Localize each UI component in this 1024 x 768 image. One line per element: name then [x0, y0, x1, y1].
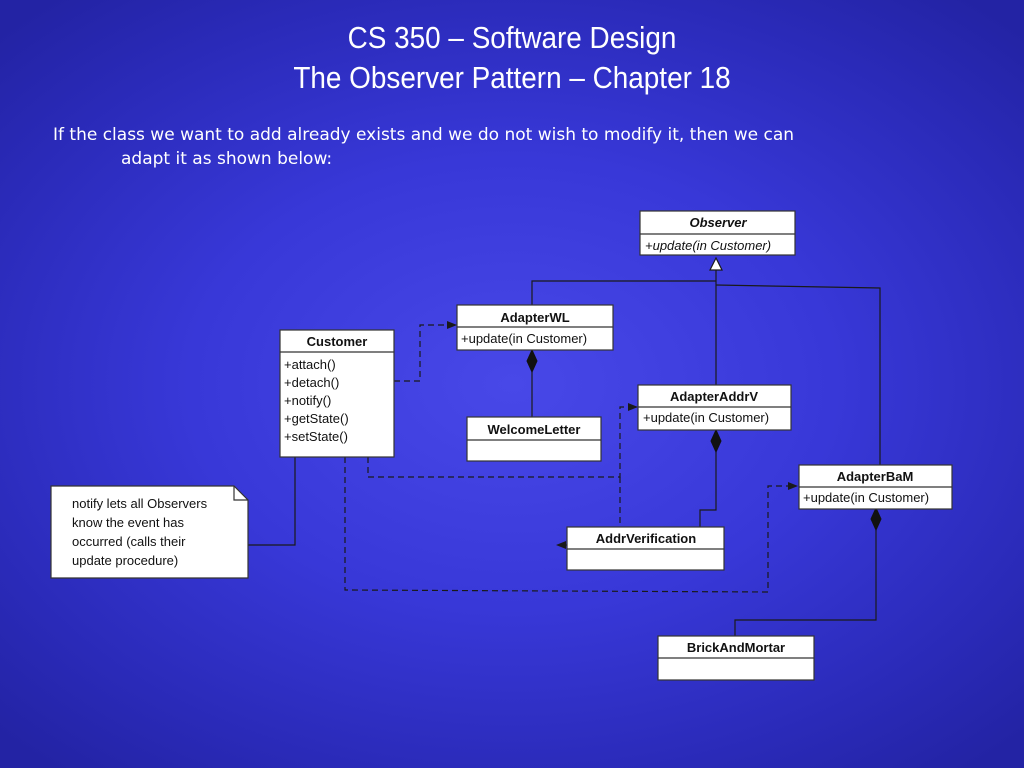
dep-customer-wl [394, 324, 449, 382]
class-adapter-wl [456, 304, 614, 351]
body-line-1: If the class we want to add already exis… [53, 125, 795, 145]
diamond-addrv-icon [710, 428, 722, 454]
dependency-arrowheads [447, 321, 798, 549]
composition-diamonds [526, 348, 882, 532]
customer-op: +detach() [284, 375, 339, 390]
adapter-wl-name: AdapterWL [500, 310, 569, 325]
note [50, 485, 249, 579]
arrowhead-addrv [628, 403, 638, 411]
dep-verify-back [562, 477, 621, 546]
adapter-bam-op: +update(in Customer) [803, 490, 929, 505]
title-line-2: The Observer Pattern – Chapter 18 [293, 60, 731, 95]
note-line: update procedure) [72, 553, 178, 568]
note-line: notify lets all Observers [72, 496, 208, 511]
diamond-bam-icon [870, 506, 882, 532]
welcome-letter-name: WelcomeLetter [488, 422, 581, 437]
customer-op: +setState() [284, 429, 348, 444]
class-customer [279, 329, 395, 458]
customer-op: +getState() [284, 411, 349, 426]
dependencies [344, 324, 790, 593]
gen-branch-wl [531, 280, 716, 306]
customer-op: +attach() [284, 357, 336, 372]
comp-bam-brick [734, 530, 877, 636]
adapter-bam-name: AdapterBaM [837, 469, 914, 484]
comp-addrv-verify [699, 452, 717, 527]
note-line: know the event has [72, 515, 185, 530]
adapter-addrv-op: +update(in Customer) [643, 410, 769, 425]
body-text: If the class we want to add already exis… [53, 123, 973, 171]
class-adapter-addrv [637, 384, 792, 431]
class-welcome-letter [466, 416, 602, 462]
observer-name: Observer [689, 215, 747, 230]
arrowhead-wl [447, 321, 457, 329]
generalization-triangle-icon [709, 256, 723, 271]
arrowhead-verify [556, 541, 566, 549]
customer-name: Customer [307, 334, 368, 349]
brick-and-mortar-name: BrickAndMortar [687, 640, 785, 655]
observer-op: +update(in Customer) [645, 238, 771, 253]
title-line-1: CS 350 – Software Design [347, 20, 677, 55]
class-adapter-bam [798, 464, 953, 510]
connectors [248, 270, 881, 636]
gen-branch-bam [715, 284, 881, 465]
adapter-addrv-name: AdapterAddrV [670, 389, 758, 404]
class-brick-and-mortar [657, 635, 815, 681]
addr-verification-name: AddrVerification [596, 531, 696, 546]
diamond-wl-icon [526, 348, 538, 374]
class-addr-verification [566, 526, 725, 571]
body-line-2: adapt it as shown below: [121, 149, 333, 169]
note-anchor [248, 455, 296, 546]
adapter-wl-op: +update(in Customer) [461, 331, 587, 346]
arrowhead-bam [788, 482, 798, 490]
customer-op: +notify() [284, 393, 331, 408]
class-observer [639, 210, 796, 256]
slide-title: CS 350 – Software Design The Observer Pa… [51, 18, 973, 98]
note-line: occurred (calls their [72, 534, 186, 549]
